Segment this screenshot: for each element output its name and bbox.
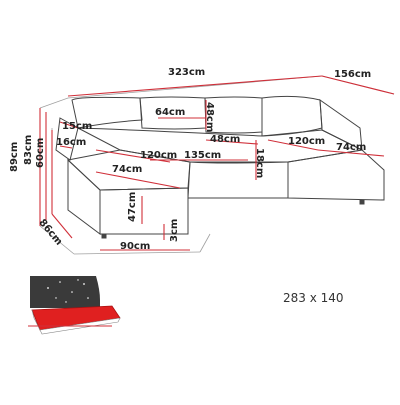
dim-chaise-width-right: 74cm — [336, 142, 367, 153]
dim-back-height: 48cm — [204, 102, 215, 133]
dim-seat-depth-top: 64cm — [155, 107, 186, 118]
bed-size-label: 283 x 140 — [283, 291, 344, 305]
dim-chaise-length-left: 90cm — [120, 241, 151, 252]
bed-illustration — [28, 276, 121, 335]
dim-leg-height: 3cm — [169, 218, 180, 242]
sofa-outline — [55, 95, 385, 239]
dim-seat-width-center: 135cm — [184, 150, 222, 161]
dim-armrest-width: 15cm — [62, 121, 93, 132]
dim-height-seat: 60cm — [35, 137, 46, 168]
dim-total-length: 323cm — [168, 67, 206, 78]
dim-leg-to-seat: 47cm — [127, 191, 138, 222]
dim-chaise-depth-right: 156cm — [334, 69, 372, 80]
dimension-lines — [39, 75, 395, 251]
guide-lines — [39, 75, 395, 255]
dim-height-total: 89cm — [9, 141, 20, 172]
dim-seat-width-left: 120cm — [140, 150, 178, 161]
dim-seat-length-inner: 48cm — [210, 134, 241, 145]
dim-height-back: 83cm — [23, 134, 34, 165]
dim-chaise-width-left: 74cm — [112, 164, 143, 175]
dim-seat-width-right: 120cm — [288, 136, 326, 147]
dim-armrest-height: 16cm — [56, 137, 87, 148]
dim-inner-height: 18cm — [254, 148, 265, 179]
